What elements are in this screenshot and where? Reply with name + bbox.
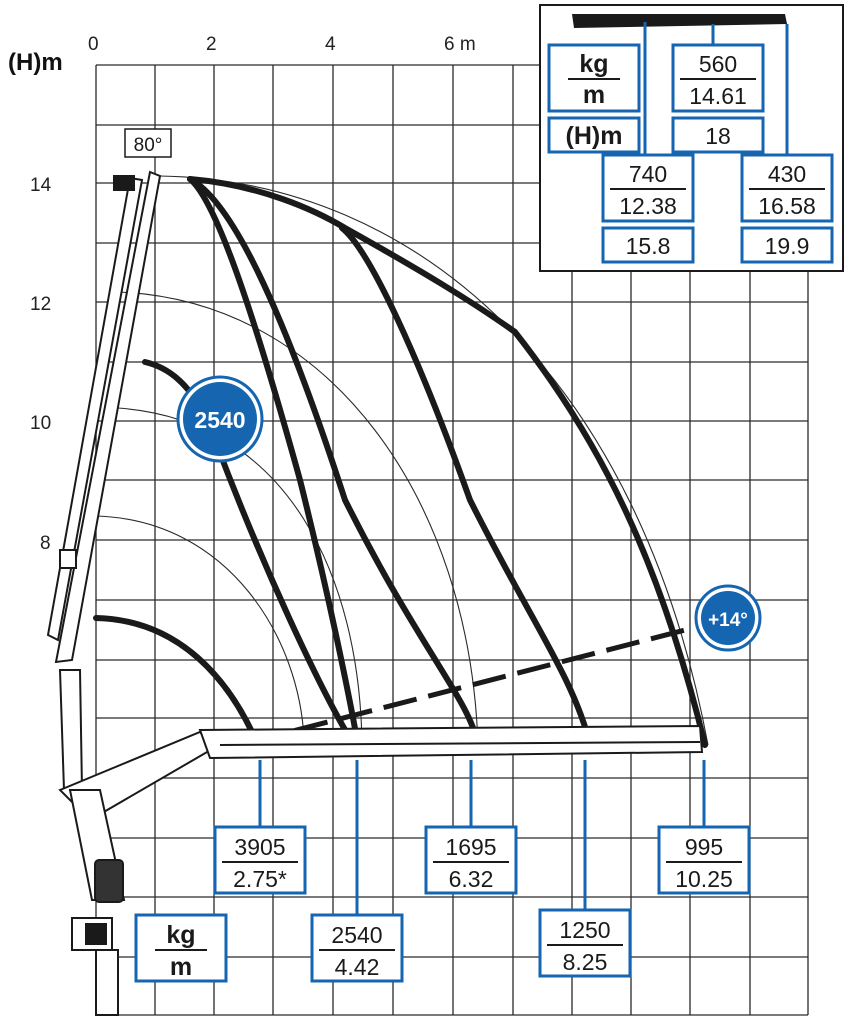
load-label-0 [213, 825, 307, 895]
grid [95, 64, 809, 1016]
svg-text:12.38: 12.38 [619, 193, 677, 219]
svg-text:m: m [583, 81, 605, 109]
load-labels: 3905 2.75* 2540 4.42 1695 6.32 1250 8.25… [134, 760, 751, 983]
jib-height-2 [740, 226, 834, 264]
svg-text:2.75*: 2.75* [233, 866, 287, 892]
y-tick-12: 12 [30, 294, 51, 315]
jib-height-1 [601, 226, 695, 264]
svg-text:995: 995 [685, 834, 723, 860]
svg-text:4.42: 4.42 [335, 954, 380, 980]
x-tick-4: 4 [325, 34, 336, 55]
max-load-badge: 2540 [176, 375, 264, 463]
svg-text:kg: kg [166, 921, 195, 949]
inset-legend-h [547, 116, 641, 154]
jib-inset: kg m (H)m 560 14.61 18 740 12.38 15.8 43… [539, 4, 844, 272]
svg-text:18: 18 [705, 123, 731, 149]
jib-height-0 [671, 116, 765, 154]
svg-text:740: 740 [629, 161, 667, 187]
y-axis-title: (H)m [8, 49, 63, 76]
svg-text:2540: 2540 [194, 407, 245, 433]
y-tick-14: 14 [30, 175, 52, 196]
load-label-4 [657, 825, 751, 895]
x-tick-6: 6 m [444, 34, 476, 55]
jib-silhouette [572, 14, 787, 28]
y-tick-8: 8 [40, 533, 51, 554]
svg-text:6.32: 6.32 [449, 866, 494, 892]
svg-text:1250: 1250 [559, 917, 610, 943]
svg-text:10.25: 10.25 [675, 866, 733, 892]
svg-text:kg: kg [579, 50, 608, 78]
svg-text:8.25: 8.25 [563, 949, 608, 975]
y-tick-10: 10 [30, 413, 51, 434]
svg-text:14.61: 14.61 [689, 83, 747, 109]
svg-text:430: 430 [768, 161, 806, 187]
svg-text:16.58: 16.58 [758, 193, 816, 219]
svg-text:(H)m: (H)m [566, 122, 623, 150]
svg-text:+14°: +14° [708, 610, 748, 631]
svg-text:15.8: 15.8 [626, 233, 671, 259]
crane-boom [46, 170, 704, 1016]
load-label-2 [424, 825, 518, 895]
jib-angle-line [249, 625, 694, 745]
svg-text:560: 560 [699, 51, 737, 77]
svg-text:1695: 1695 [445, 834, 496, 860]
x-tick-2: 2 [206, 34, 217, 55]
x-tick-0: 0 [88, 34, 99, 55]
extra-angle-badge: +14° [694, 584, 762, 652]
bottom-legend-kg-m [134, 913, 228, 983]
svg-text:m: m [170, 953, 192, 981]
svg-text:19.9: 19.9 [765, 233, 810, 259]
angle-label-box [124, 128, 172, 158]
load-label-3 [538, 908, 632, 978]
svg-text:3905: 3905 [234, 834, 285, 860]
angle-label: 80° [134, 135, 163, 156]
load-label-1 [310, 913, 404, 983]
load-curves [93, 176, 708, 748]
svg-text:2540: 2540 [331, 922, 382, 948]
